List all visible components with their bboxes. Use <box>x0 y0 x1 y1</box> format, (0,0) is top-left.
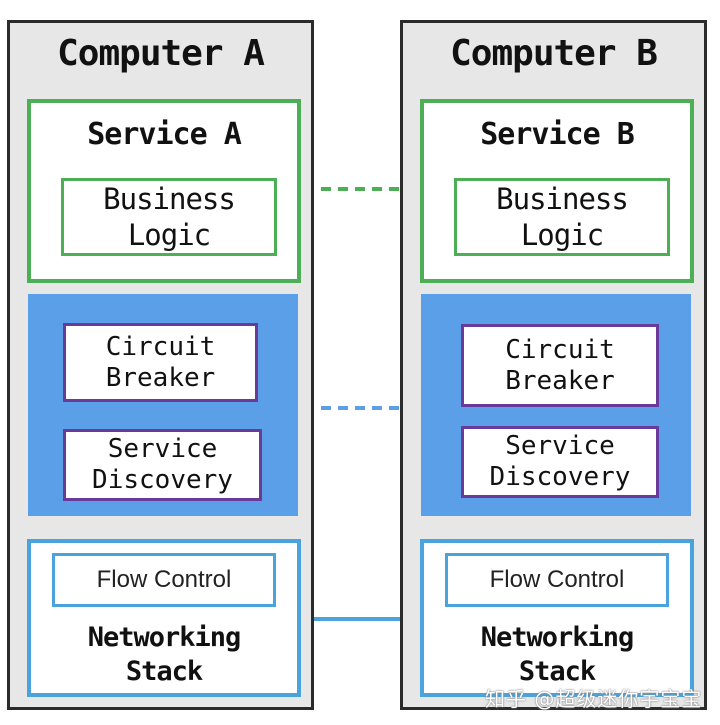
networking-stack-a-line2: Stack <box>125 656 203 687</box>
sidecar-a: Circuit Breaker Service Discovery <box>28 294 298 516</box>
service-discovery-b: Service Discovery <box>461 426 659 498</box>
computer-a: Computer A Service A Business Logic Circ… <box>7 20 314 710</box>
business-logic-b: Business Logic <box>454 178 670 256</box>
computer-a-title: Computer A <box>57 33 265 74</box>
networking-stack-b-label: Networking Stack <box>424 621 690 689</box>
business-logic-a: Business Logic <box>61 178 277 256</box>
computer-b-title: Computer B <box>450 33 658 74</box>
service-discovery-a-line1: Service <box>107 434 218 464</box>
networking-stack-a: Flow Control Networking Stack <box>27 539 301 697</box>
business-logic-b-line2: Logic <box>520 218 604 252</box>
circuit-breaker-a: Circuit Breaker <box>63 323 258 402</box>
business-logic-b-line1: Business <box>496 182 629 216</box>
circuit-breaker-b-line2: Breaker <box>505 365 615 396</box>
flow-control-b: Flow Control <box>445 553 669 607</box>
networking-stack-a-line1: Networking <box>87 622 242 653</box>
business-logic-a-line2: Logic <box>127 218 211 252</box>
circuit-breaker-a-line2: Breaker <box>105 362 216 393</box>
service-discovery-b-line2: Discovery <box>489 462 631 492</box>
business-logic-a-line1: Business <box>103 182 236 216</box>
service-discovery-b-line1: Service <box>505 431 615 461</box>
computer-b: Computer B Service B Business Logic Circ… <box>400 20 707 710</box>
networking-stack-b: Flow Control Networking Stack <box>420 539 694 697</box>
sidecar-b: Circuit Breaker Service Discovery <box>421 294 691 516</box>
circuit-breaker-b-line1: Circuit <box>505 334 615 365</box>
networking-stack-a-label: Networking Stack <box>31 621 297 689</box>
watermark: 知乎 @超级迷你宇宝宝 <box>485 687 703 711</box>
service-a-title: Service A <box>87 117 242 152</box>
service-b-title: Service B <box>480 117 635 152</box>
service-b-box: Service B Business Logic <box>420 99 694 283</box>
flow-control-a: Flow Control <box>52 553 276 607</box>
networking-stack-b-line2: Stack <box>518 656 596 687</box>
circuit-breaker-a-line1: Circuit <box>105 331 216 362</box>
service-a-box: Service A Business Logic <box>27 99 301 283</box>
service-discovery-a-line2: Discovery <box>92 465 233 495</box>
circuit-breaker-b: Circuit Breaker <box>461 324 659 407</box>
networking-stack-b-line1: Networking <box>480 622 635 653</box>
service-discovery-a: Service Discovery <box>63 429 262 501</box>
